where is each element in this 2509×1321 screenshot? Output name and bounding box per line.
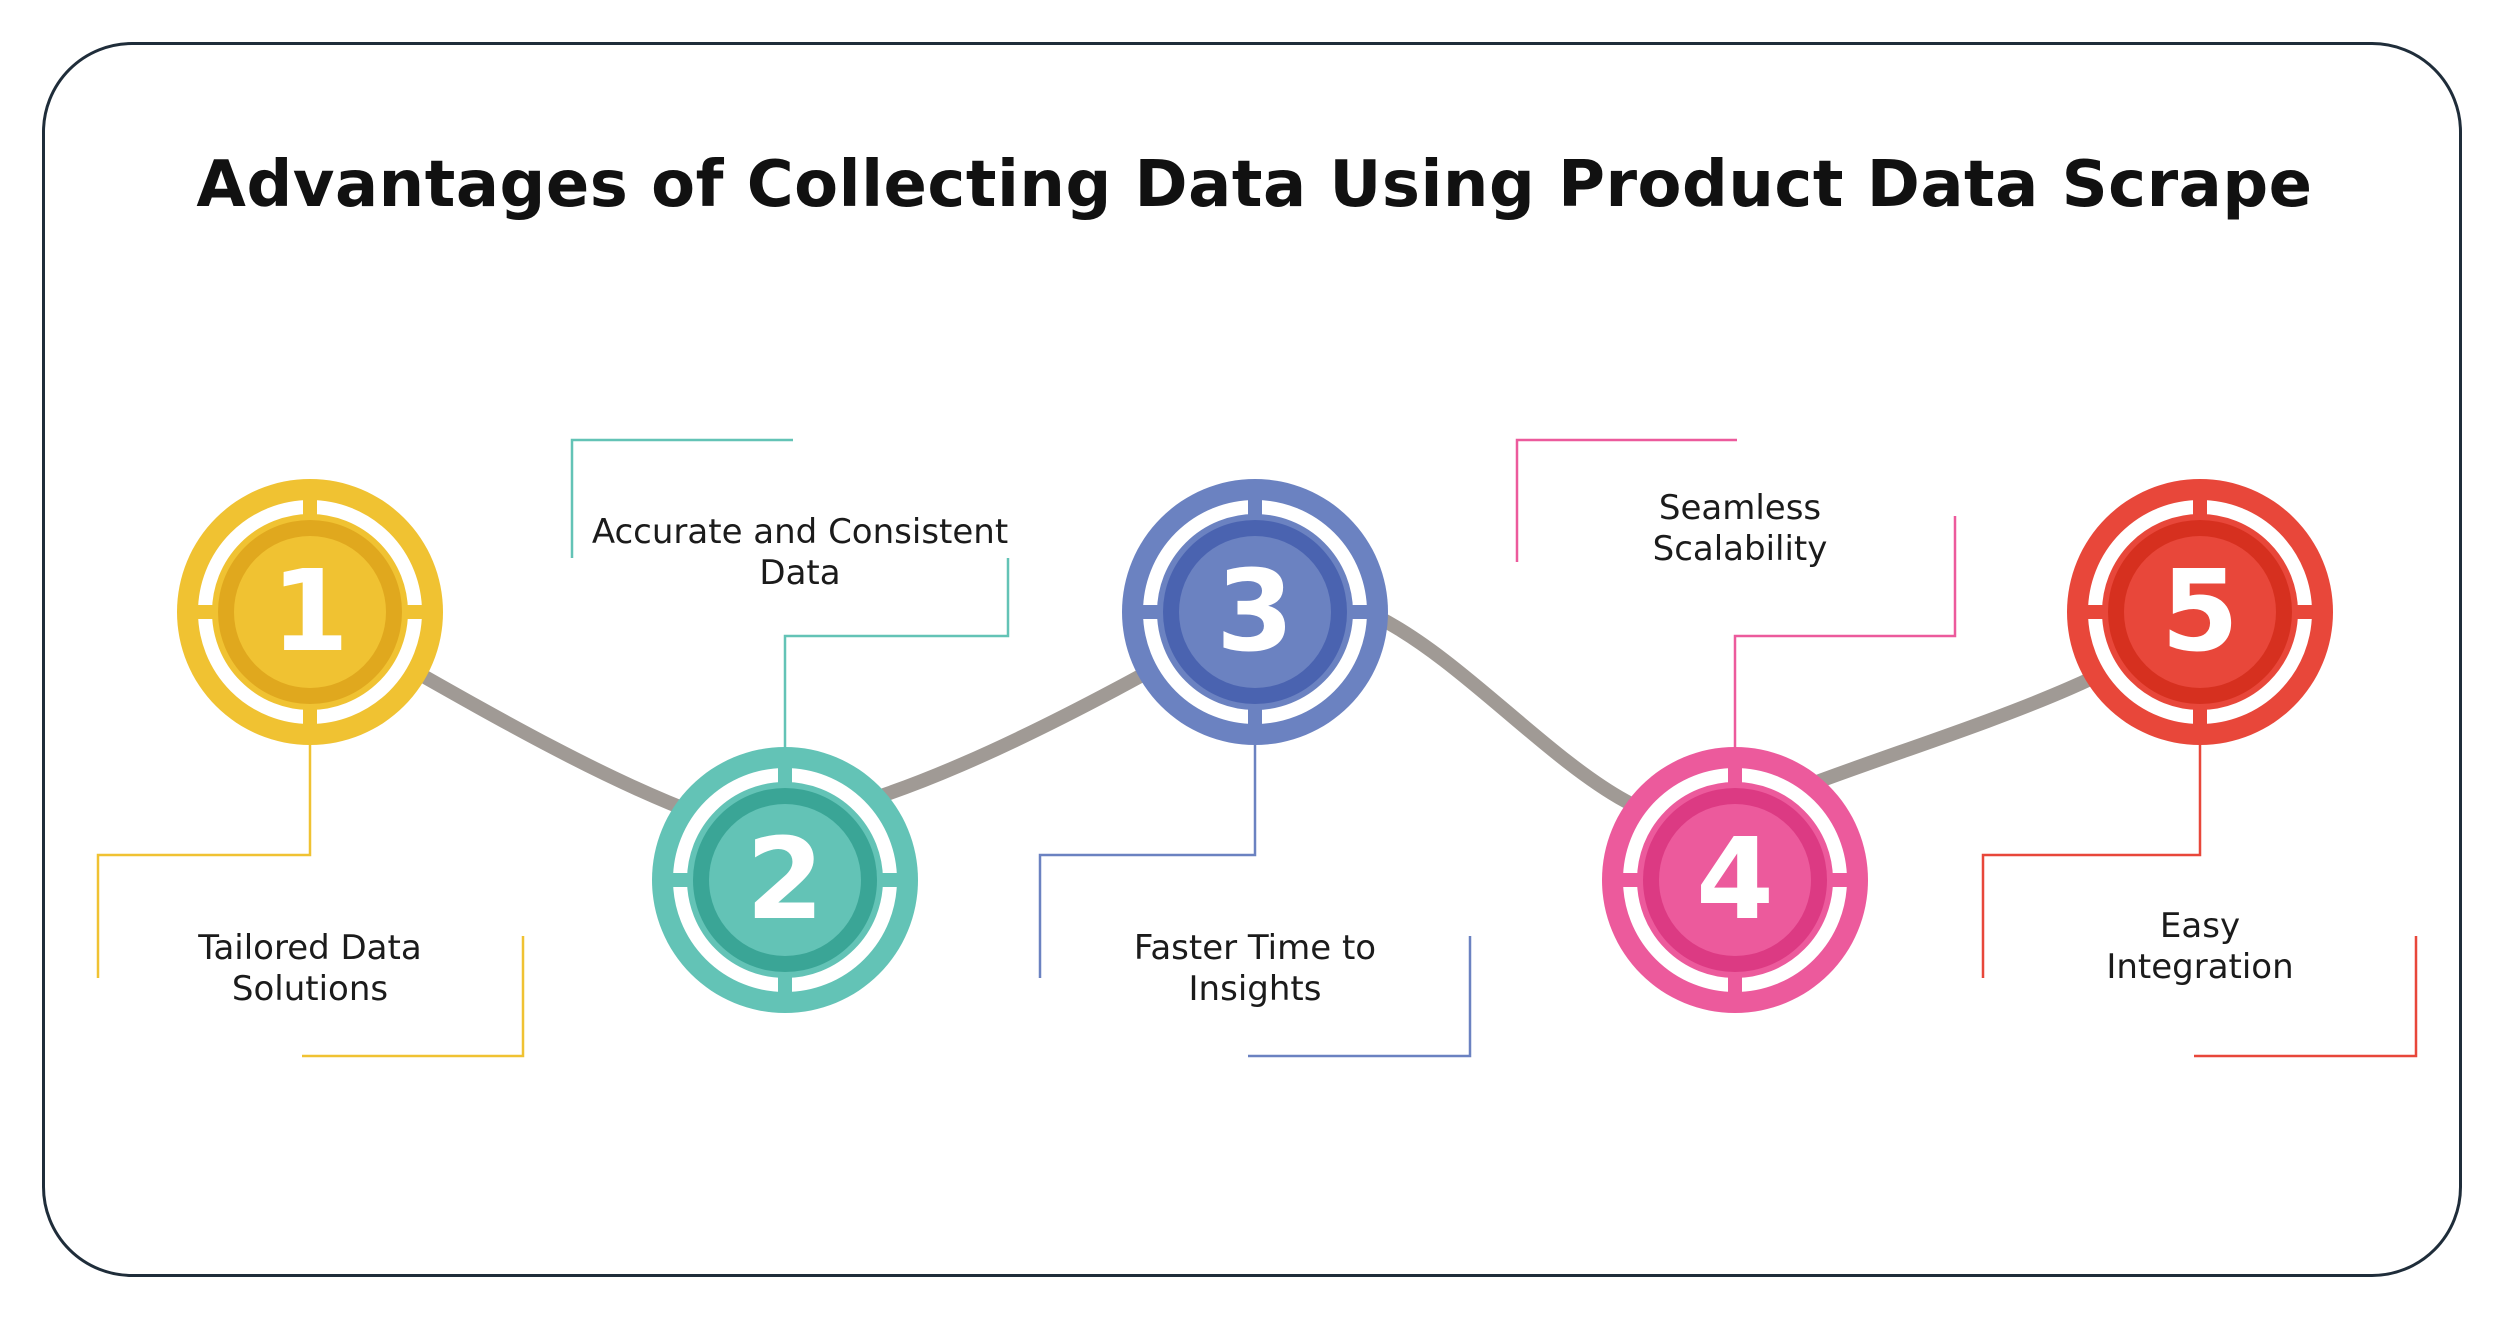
step-5-core (2124, 536, 2276, 688)
step-5-number: 5 (2161, 547, 2239, 677)
step-2-core (709, 804, 861, 956)
step-4-core (1659, 804, 1811, 956)
step-4: 4 (1515, 438, 1957, 1013)
step-3-number: 3 (1216, 547, 1294, 677)
step-3: 3 (1038, 479, 1472, 1058)
step-1: 1 (96, 479, 525, 1058)
step-1-number: 1 (271, 547, 349, 677)
step-2-connector (570, 438, 1010, 752)
step-3-core (1179, 536, 1331, 688)
step-4-connector (1515, 438, 1957, 752)
step-2-number: 2 (746, 815, 824, 945)
page-title: Advantages of Collecting Data Using Prod… (196, 148, 2313, 222)
step-1-core (234, 536, 386, 688)
step-5: 5 (1981, 479, 2418, 1058)
step-1-connector (96, 740, 525, 1058)
step-3-connector (1038, 740, 1472, 1058)
step-2: 2 (570, 438, 1010, 1013)
step-5-connector (1981, 740, 2418, 1058)
step-4-number: 4 (1696, 815, 1774, 945)
